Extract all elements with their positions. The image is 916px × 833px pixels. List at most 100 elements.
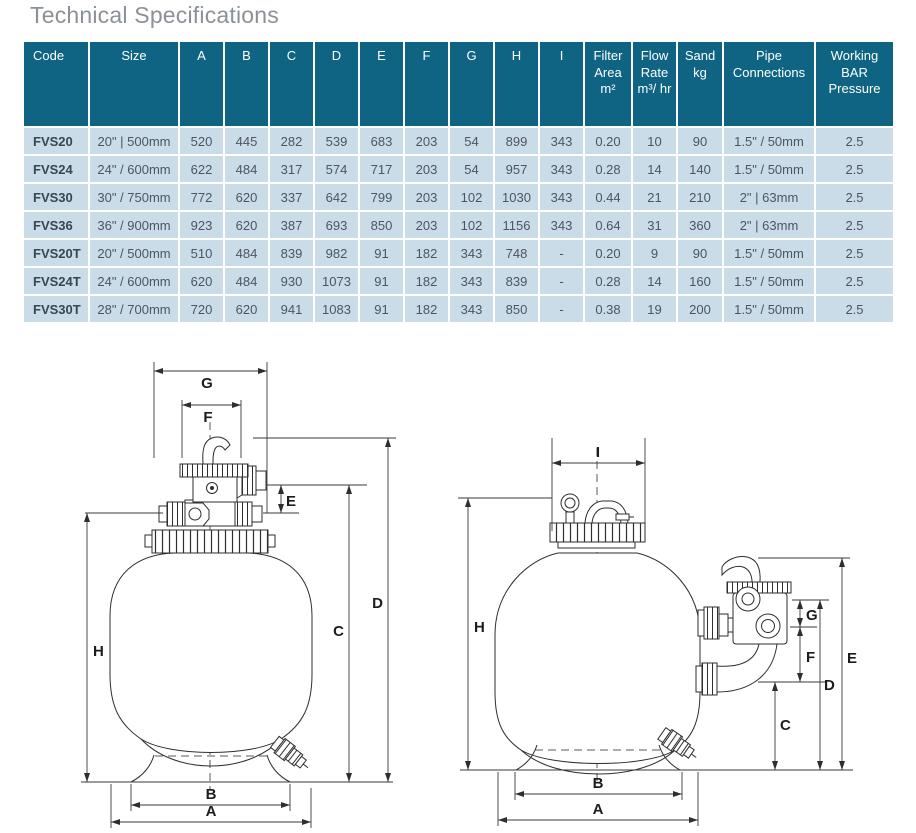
value-cell: 957 bbox=[495, 156, 538, 182]
value-cell: 899 bbox=[495, 128, 538, 154]
lid-lip bbox=[557, 541, 636, 549]
value-cell: 850 bbox=[360, 212, 403, 238]
column-header-0: Code bbox=[24, 42, 88, 126]
dim-label-c: C bbox=[780, 717, 791, 734]
dim-label-f: F bbox=[203, 409, 212, 426]
value-cell: 30" / 750mm bbox=[90, 184, 178, 210]
value-cell: 484 bbox=[225, 240, 268, 266]
code-cell: FVS30T bbox=[24, 296, 88, 322]
dim-label-f: F bbox=[806, 649, 815, 666]
lower-coupling-ribbed bbox=[701, 662, 718, 696]
tank-bottom-curve bbox=[520, 749, 676, 775]
value-cell: 1.5" / 50mm bbox=[724, 128, 814, 154]
value-cell: 282 bbox=[270, 128, 313, 154]
value-cell: 1083 bbox=[315, 296, 358, 322]
value-cell: 182 bbox=[405, 296, 448, 322]
column-header-3: B bbox=[225, 42, 268, 126]
value-cell: 717 bbox=[360, 156, 403, 182]
lid-vent bbox=[615, 513, 630, 521]
value-cell: 203 bbox=[405, 184, 448, 210]
value-cell: 91 bbox=[360, 240, 403, 266]
dim-label-b: B bbox=[593, 775, 604, 792]
value-cell: 2.5 bbox=[816, 268, 893, 294]
lid-clamp-ring bbox=[549, 522, 646, 543]
value-cell: 203 bbox=[405, 212, 448, 238]
value-cell: 10 bbox=[633, 128, 676, 154]
value-cell: 484 bbox=[225, 156, 268, 182]
column-header-8: G bbox=[450, 42, 493, 126]
tank-foot-left bbox=[515, 744, 538, 771]
dim-label-e: E bbox=[847, 650, 857, 667]
page-title: Technical Specifications bbox=[30, 2, 279, 28]
upper-coupling-flange bbox=[697, 609, 705, 637]
pressure-gauge-dial bbox=[564, 497, 576, 509]
value-cell: 0.64 bbox=[585, 212, 631, 238]
dim-label-h: H bbox=[474, 619, 485, 636]
value-cell: 2" | 63mm bbox=[724, 184, 814, 210]
column-header-12: Flow Rate m³/ hr bbox=[633, 42, 676, 126]
value-cell: 1156 bbox=[495, 212, 538, 238]
value-cell: 1.5" / 50mm bbox=[724, 296, 814, 322]
value-cell: 1073 bbox=[315, 268, 358, 294]
value-cell: 36" / 900mm bbox=[90, 212, 178, 238]
value-cell: 0.20 bbox=[585, 240, 631, 266]
value-cell: 14 bbox=[633, 156, 676, 182]
value-cell: 2.5 bbox=[816, 156, 893, 182]
value-cell: 2.5 bbox=[816, 184, 893, 210]
column-header-6: E bbox=[360, 42, 403, 126]
value-cell: 1030 bbox=[495, 184, 538, 210]
value-cell: 0.38 bbox=[585, 296, 631, 322]
dim-label-e: E bbox=[286, 493, 296, 510]
value-cell: 539 bbox=[315, 128, 358, 154]
value-cell: 620 bbox=[225, 212, 268, 238]
dim-label-b: B bbox=[206, 786, 217, 803]
value-cell: 54 bbox=[450, 128, 493, 154]
diagram-top-mount-filter: G F D C E H B A bbox=[75, 358, 405, 833]
value-cell: 930 bbox=[270, 268, 313, 294]
value-cell: 2" | 63mm bbox=[724, 212, 814, 238]
value-cell: 20" / 500mm bbox=[90, 240, 178, 266]
value-cell: 620 bbox=[225, 296, 268, 322]
value-cell: 683 bbox=[360, 128, 403, 154]
value-cell: 850 bbox=[495, 296, 538, 322]
column-header-1: Size bbox=[90, 42, 178, 126]
filter-tank-body bbox=[109, 552, 313, 753]
left-union-ribbed bbox=[166, 501, 186, 527]
value-cell: 693 bbox=[315, 212, 358, 238]
value-cell: 1.5" / 50mm bbox=[724, 240, 814, 266]
value-cell: 720 bbox=[180, 296, 223, 322]
dim-label-d: D bbox=[824, 677, 835, 694]
value-cell: 317 bbox=[270, 156, 313, 182]
value-cell: 748 bbox=[495, 240, 538, 266]
value-cell: 343 bbox=[540, 156, 583, 182]
diagram-side-mount-filter: I H G F D E C B A bbox=[455, 430, 900, 833]
code-cell: FVS24 bbox=[24, 156, 88, 182]
clamp-ring bbox=[151, 529, 269, 554]
value-cell: 343 bbox=[540, 128, 583, 154]
column-header-10: I bbox=[540, 42, 583, 126]
drain-fitting bbox=[269, 735, 309, 769]
valve-port-circle-lower bbox=[755, 613, 781, 639]
value-cell: 91 bbox=[360, 296, 403, 322]
value-cell: 387 bbox=[270, 212, 313, 238]
value-cell: 90 bbox=[678, 240, 722, 266]
code-cell: FVS36 bbox=[24, 212, 88, 238]
value-cell: 0.44 bbox=[585, 184, 631, 210]
value-cell: 160 bbox=[678, 268, 722, 294]
value-cell: 982 bbox=[315, 240, 358, 266]
value-cell: 102 bbox=[450, 184, 493, 210]
value-cell: 343 bbox=[540, 212, 583, 238]
value-cell: 24" / 600mm bbox=[90, 268, 178, 294]
value-cell: 445 bbox=[225, 128, 268, 154]
valve-handle bbox=[721, 556, 761, 583]
value-cell: - bbox=[540, 268, 583, 294]
value-cell: 337 bbox=[270, 184, 313, 210]
column-header-9: H bbox=[495, 42, 538, 126]
value-cell: - bbox=[540, 296, 583, 322]
column-header-15: Working BAR Pressure bbox=[816, 42, 893, 126]
